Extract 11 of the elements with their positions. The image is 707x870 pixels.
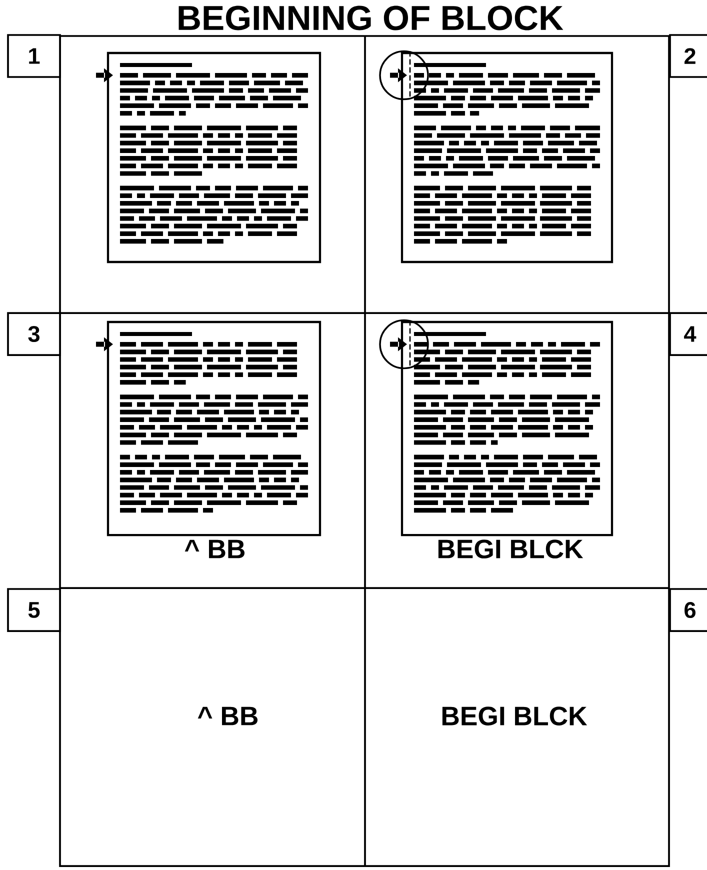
number-box: 2 xyxy=(669,34,707,78)
caption: BEGI BLCK xyxy=(442,706,588,726)
title: BEGINNING OF BLOCK xyxy=(178,6,564,30)
caption: BEGI BLCK xyxy=(438,540,584,558)
number-box: 6 xyxy=(669,588,707,632)
number-box: 4 xyxy=(669,312,707,356)
number-box: 1 xyxy=(7,34,61,78)
caption: ^ BB xyxy=(184,540,245,558)
caption: ^ BB xyxy=(198,706,258,726)
number-box: 3 xyxy=(7,312,61,356)
number-box: 5 xyxy=(7,588,61,632)
